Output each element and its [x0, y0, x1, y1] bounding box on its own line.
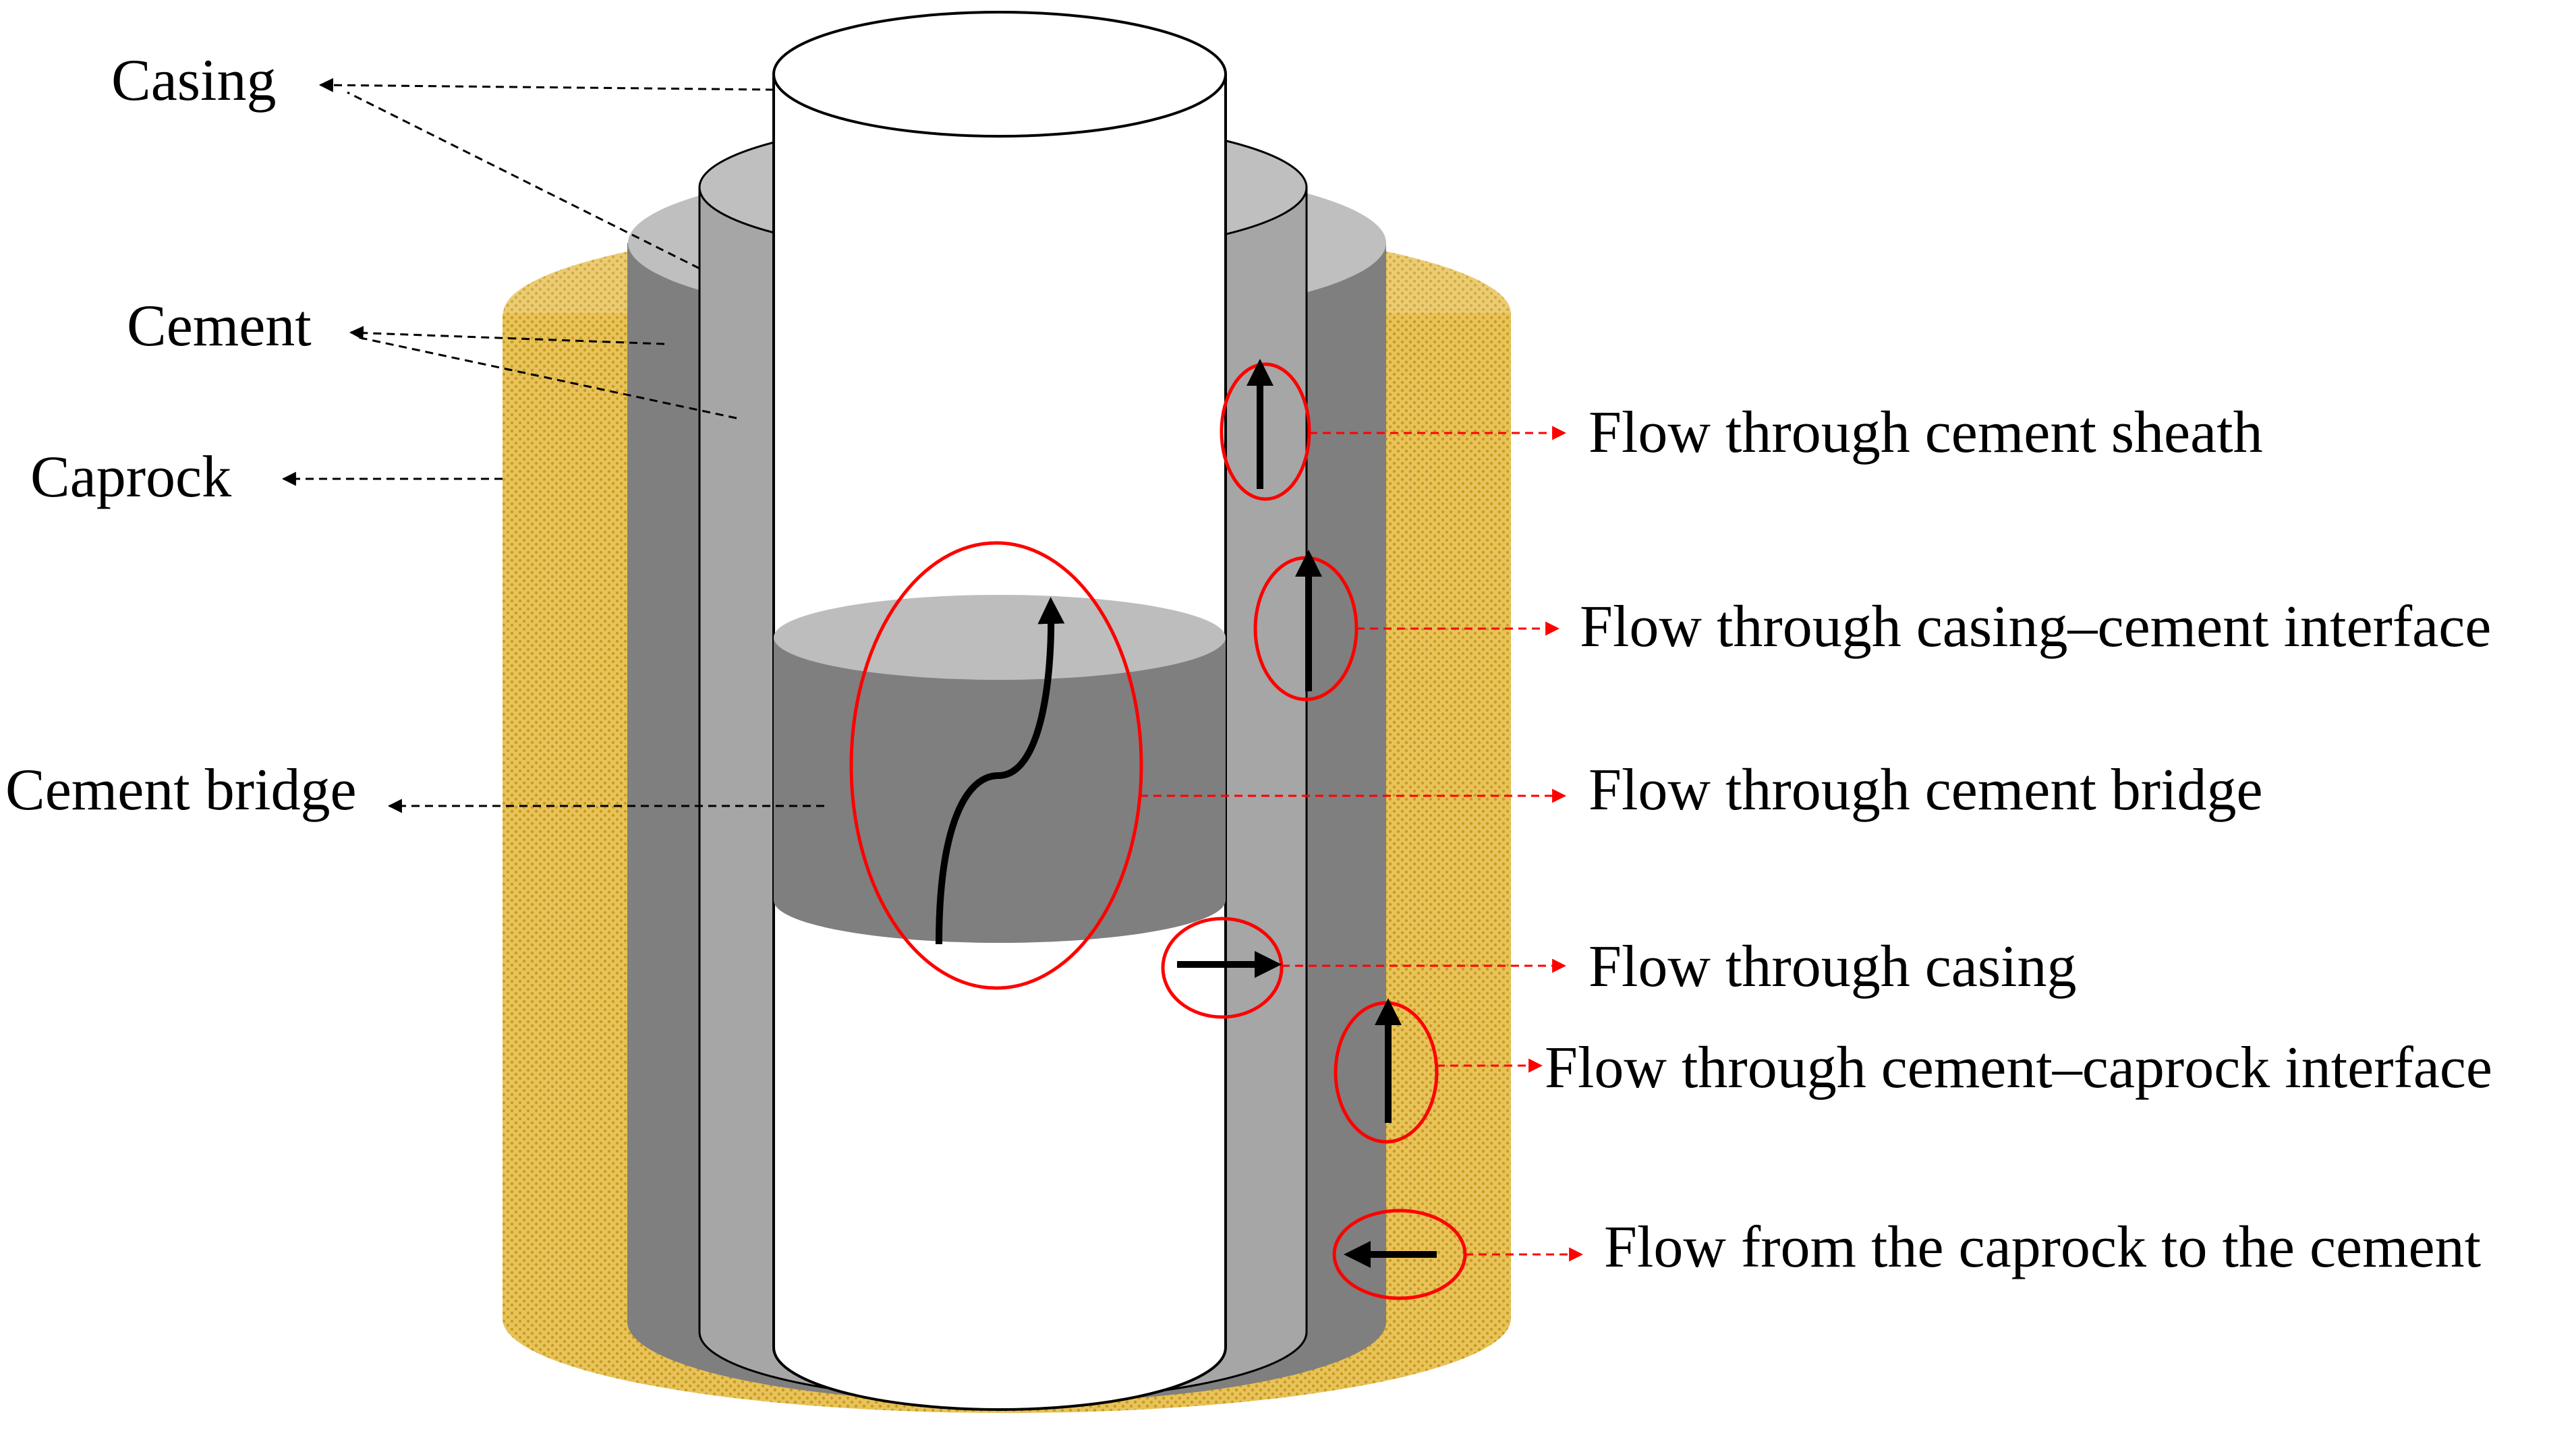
red-leader-lines	[1140, 426, 1584, 1262]
cement-bridge	[774, 595, 1226, 943]
pathway-cement-caprock-interface: Flow through cement–caprock interface	[1545, 1035, 2492, 1101]
pathway-cement-bridge: Flow through cement bridge	[1588, 757, 2263, 823]
pathway-cement-sheath: Flow through cement sheath	[1588, 400, 2263, 465]
pathway-caprock-to-cement: Flow from the caprock to the cement	[1604, 1215, 2481, 1280]
label-casing: Casing	[111, 48, 276, 113]
ellipse-casing	[1161, 917, 1284, 1019]
pathway-casing: Flow through casing	[1588, 934, 2077, 1000]
flow-arrows	[936, 359, 1437, 1268]
pathway-casing-cement-interface: Flow through casing–cement interface	[1580, 594, 2491, 660]
label-cement-bridge: Cement bridge	[5, 757, 357, 823]
ellipse-cement-bridge	[849, 541, 1143, 990]
label-caprock: Caprock	[30, 444, 231, 510]
label-cement: Cement	[127, 293, 312, 359]
arrow-curved-bridge	[936, 597, 1065, 945]
left-leader-lines	[281, 78, 824, 813]
